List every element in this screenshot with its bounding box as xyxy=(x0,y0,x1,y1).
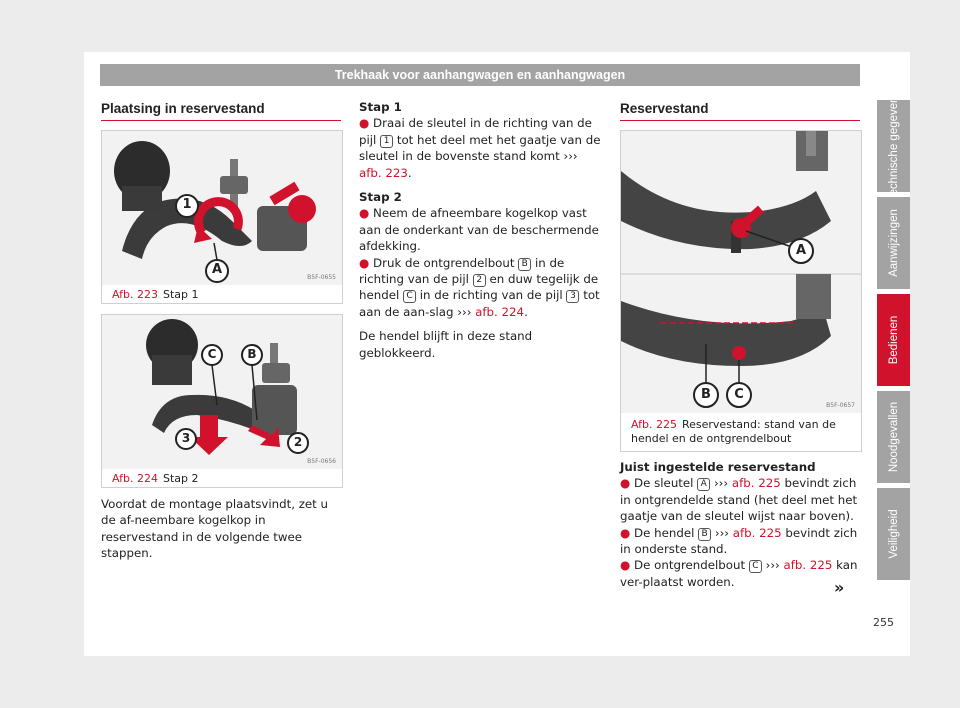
figure-223-caption: Afb. 223 Stap 1 xyxy=(112,288,199,302)
right-column-text: Juist ingestelde reservestand ● De sleut… xyxy=(620,459,858,590)
figure-225-caption-text: Reservestand: stand van de hendel en de … xyxy=(631,418,836,445)
figure-223-label-1: 1 xyxy=(182,197,192,212)
step2-title: Stap 2 xyxy=(359,190,402,205)
tab-noodgevallen[interactable]: Noodgevallen xyxy=(877,391,910,483)
key-c-badge: C xyxy=(748,560,762,574)
ref-afb-225[interactable]: afb. 225 xyxy=(732,525,782,540)
tab-label: Aanwijzingen xyxy=(887,209,900,277)
page-header: Trekhaak voor aanhangwagen en aanhangwag… xyxy=(100,64,860,86)
step2-text-2e: tot aan de aan-slag xyxy=(359,288,600,319)
figure-225-illustration: A B C B5F-0657 xyxy=(621,131,861,413)
right-bullet-1: ● De sleutel A ››› afb. 225 bevindt zich… xyxy=(620,475,858,524)
bullet-icon: ● xyxy=(620,558,631,573)
figure-224-code: B5F-0656 xyxy=(307,458,336,465)
step1-text-b: tot het deel met het gaatje van de sleut… xyxy=(359,132,601,164)
bullet-icon: ● xyxy=(359,206,370,221)
arrows-icon: ››› xyxy=(713,476,729,491)
key-b-badge: B xyxy=(518,257,532,271)
figure-224-illustration: C B 3 2 B5F-0656 xyxy=(102,315,342,469)
bullet-icon: ● xyxy=(620,476,631,491)
section-title-left: Plaatsing in reservestand xyxy=(101,101,265,116)
figure-224-label-b: B xyxy=(247,347,257,361)
section-rule-left xyxy=(101,120,341,121)
figure-224-label-2: 2 xyxy=(293,435,303,449)
bullet-icon: ● xyxy=(359,255,370,270)
step2-text-2c: en duw tegelijk de hendel xyxy=(359,272,599,303)
tab-bedienen[interactable]: Bedienen xyxy=(877,294,910,386)
page-number: 255 xyxy=(873,616,894,629)
key-c-badge: C xyxy=(403,290,416,304)
arrows-icon: ››› xyxy=(563,149,578,164)
figure-223-label-a: A xyxy=(211,262,223,277)
tab-technische-gegevens[interactable]: Technische gegevens xyxy=(877,91,910,201)
section-rule-right xyxy=(620,120,860,121)
continue-icon: » xyxy=(834,578,845,597)
key-a-badge: A xyxy=(697,478,711,492)
tab-aanwijzingen[interactable]: Aanwijzingen xyxy=(877,197,910,289)
figure-224-caption-text: Stap 2 xyxy=(162,472,199,485)
figure-223-illustration: 1 A B5F-0655 xyxy=(102,131,342,285)
step2-text-2a: Druk de ontgrendelbout xyxy=(373,255,515,270)
key-3-badge: 3 xyxy=(566,290,580,304)
step2-text-1: Neem de afneembare kogelkop vast aan de … xyxy=(359,206,599,254)
figure-225-label-b: B xyxy=(701,387,711,402)
section-title-right: Reservestand xyxy=(620,101,709,116)
figure-224-label-c: C xyxy=(207,347,217,361)
middle-column: Stap 1 ● Draai de sleutel in de richting… xyxy=(359,99,603,361)
figure-225-number: Afb. 225 xyxy=(631,418,677,431)
key-1-badge: 1 xyxy=(380,134,394,148)
right-bullet-3: ● De ontgrendelbout C ››› afb. 225 kan v… xyxy=(620,557,858,590)
right-b2-text-b: bevindt zich in onderste stand. xyxy=(620,525,858,557)
ref-afb-223[interactable]: afb. 223 xyxy=(359,165,408,180)
bullet-icon: ● xyxy=(359,116,370,131)
right-b1-text-b: bevindt zich in ontgrendelde stand (het … xyxy=(620,476,858,524)
right-bullet-2: ● De hendel B ››› afb. 225 bevindt zich … xyxy=(620,525,858,558)
correct-setting-heading: Juist ingestelde reservestand xyxy=(620,460,816,474)
right-b2-text-a: De hendel xyxy=(634,525,695,540)
tab-label: Noodgevallen xyxy=(887,401,900,473)
figure-224: C B 3 2 B5F-0656 Afb. 224 Stap 2 xyxy=(101,314,343,488)
step1-title: Stap 1 xyxy=(359,100,402,114)
closing-text: De hendel blijft in deze stand geblokkee… xyxy=(359,329,533,360)
arrows-icon: ››› xyxy=(457,304,472,319)
key-b-badge: B xyxy=(698,527,712,541)
step2-text-2d: in de richting van de pijl xyxy=(419,288,563,303)
tab-label: Veiligheid xyxy=(887,509,900,559)
figure-223-number: Afb. 223 xyxy=(112,288,158,301)
key-2-badge: 2 xyxy=(472,274,486,288)
right-b1-text-a: De sleutel xyxy=(634,476,694,491)
figure-224-label-3: 3 xyxy=(181,431,191,445)
step1-bullet: ● Draai de sleutel in de richting van de… xyxy=(359,116,601,180)
ref-afb-225[interactable]: afb. 225 xyxy=(783,558,833,573)
figure-224-number: Afb. 224 xyxy=(112,472,158,485)
tab-label: Technische gegevens xyxy=(887,90,900,202)
figure-223: 1 A B5F-0655 Afb. 223 Stap 1 xyxy=(101,130,343,304)
tab-veiligheid[interactable]: Veiligheid xyxy=(877,488,910,580)
right-b3-text-a: De ontgrendelbout xyxy=(634,558,746,573)
bullet-icon: ● xyxy=(620,525,631,540)
left-intro-text: Voordat de montage plaatsvindt, zet u de… xyxy=(101,497,329,561)
step1-text-a: Draai de sleutel in de richting van de p… xyxy=(359,116,592,147)
figure-225-code: B5F-0657 xyxy=(826,402,855,409)
step2-text-2b: in de richting van de pijl xyxy=(359,255,565,287)
ref-afb-225[interactable]: afb. 225 xyxy=(731,476,781,491)
figure-223-code: B5F-0655 xyxy=(307,274,336,281)
step2-bullet-1: ● Neem de afneembare kogelkop vast aan d… xyxy=(359,205,603,254)
figure-224-caption: Afb. 224 Stap 2 xyxy=(112,472,199,486)
figure-223-caption-text: Stap 1 xyxy=(162,288,199,301)
step2-bullet-2: ● Druk de ontgrendelbout B in de richtin… xyxy=(359,255,600,319)
arrows-icon: ››› xyxy=(765,558,780,573)
arrows-icon: ››› xyxy=(714,525,730,540)
right-b3-text-b: kan ver-plaatst worden. xyxy=(620,558,858,589)
ref-afb-224[interactable]: afb. 224 xyxy=(475,304,525,319)
tab-label: Bedienen xyxy=(887,315,900,365)
figure-225-label-a: A xyxy=(795,243,807,258)
figure-225-label-c: C xyxy=(734,387,744,402)
